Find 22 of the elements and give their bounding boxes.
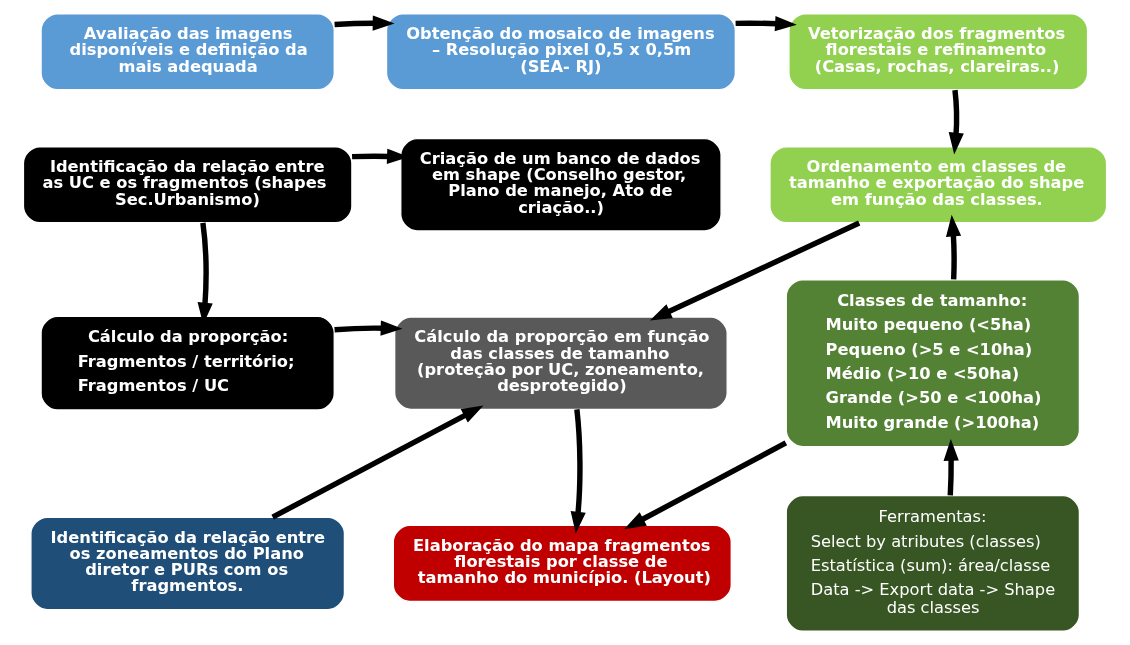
- node-box: Vetorização dos fragmentos florestais e refinamento (Casas, rochas, clareiras..): [788, 13, 1089, 91]
- arrow: [943, 438, 959, 496]
- node-box: Classes de tamanho: Muito pequeno (<5ha) Pequeno (>5 e <10ha) Médio (>10 e <50ha) Grande (>50 e <100ha) Muito grande (>100ha): [785, 279, 1081, 448]
- node-box: Elaboração do mapa fragmentos florestais por classe de tamanho do município. (Layout): [392, 524, 732, 603]
- arrow: [948, 89, 964, 155]
- node-box: Identificação da relação entre os zoneamentos do Plano diretor e PURs com os fragmentos.: [30, 516, 346, 611]
- arrow: [945, 214, 962, 280]
- node-box: Criação de um banco de dados em shape (Conselho gestor, Plano de manejo, Ato de criação..): [400, 137, 722, 232]
- node-box: Cálculo da proporção: Fragmentos / território; Fragmentos / UC: [40, 315, 335, 411]
- arrow: [735, 16, 797, 32]
- node-box: Ordenamento em classes de tamanho e exportação do shape em função das classes.: [769, 146, 1108, 224]
- node-box: Obtenção do mosaico de imagens – Resolução pixel 0,5 x 0,5m (SEA- RJ): [385, 13, 736, 91]
- node-box: Identificação da relação entre as UC e os fragmentos (shapes Sec.Urbanismo): [22, 146, 353, 224]
- node-box: Ferramentas: Select by atributes (classes) Estatística (sum): área/classe Data -> Export data -> Shape das classes: [785, 494, 1081, 632]
- node-box: Avaliação das imagens disponíveis e definição da mais adequada: [40, 13, 335, 91]
- arrow: [624, 440, 788, 530]
- arrow: [649, 220, 861, 321]
- node-box: Cálculo da proporção em função das classes de tamanho (proteção por UC, zoneamento, desprotegido): [394, 316, 728, 411]
- arrow: [334, 320, 403, 336]
- arrow: [570, 409, 586, 534]
- arrow: [334, 15, 395, 31]
- arrow: [271, 405, 484, 520]
